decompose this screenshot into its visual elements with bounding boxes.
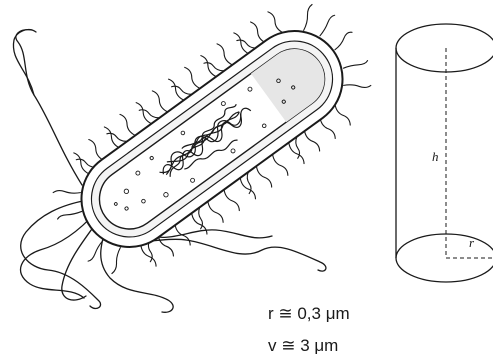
radius-label: r: [469, 235, 475, 250]
cylinder-bottom-front: [396, 258, 493, 282]
flagellum: [16, 30, 82, 185]
cell-body: [29, 0, 398, 300]
bacterium-illustration: [13, 0, 397, 312]
cylinder-bottom-back: [396, 234, 493, 258]
height-label: h: [432, 149, 439, 164]
radius-caption: r ≅ 0,3 μm: [268, 304, 350, 324]
volume-caption: v ≅ 3 μm: [268, 336, 338, 356]
cylinder-model: [396, 24, 493, 282]
cylinder-top: [396, 24, 493, 72]
